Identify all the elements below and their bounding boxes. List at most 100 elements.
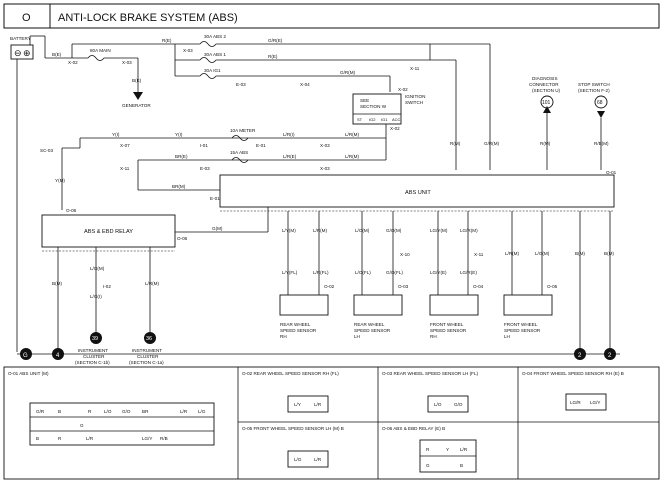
svg-text:G: G xyxy=(426,463,430,468)
svg-text:L/O: L/O xyxy=(104,409,112,414)
svg-text:O-03: O-03 xyxy=(398,284,409,289)
battery-label: BATTERY xyxy=(10,36,31,41)
svg-text:L/R(M): L/R(M) xyxy=(345,132,360,137)
svg-text:I-01: I-01 xyxy=(200,143,208,148)
svg-text:IG1: IG1 xyxy=(381,117,388,122)
svg-text:SPEED SENSOR: SPEED SENSOR xyxy=(430,328,467,333)
ignition-switch xyxy=(352,93,402,125)
sensor-front-lh xyxy=(503,294,553,316)
svg-text:L/G: L/G xyxy=(294,457,302,462)
fuse-ig1: 30A IG1 xyxy=(204,68,221,73)
fuse-main: 80A MAIN xyxy=(90,48,111,53)
svg-text:X-02: X-02 xyxy=(398,87,408,92)
svg-text:L/Y(FL): L/Y(FL) xyxy=(282,270,298,275)
svg-text:X-03: X-03 xyxy=(183,48,193,53)
page-title: ANTI-LOCK BRAKE SYSTEM (ABS) xyxy=(58,12,238,24)
relay-label: ABS & EBD RELAY xyxy=(84,229,133,235)
section-letter: O xyxy=(22,12,31,24)
svg-text:LG/Y(M): LG/Y(M) xyxy=(430,228,448,233)
svg-text:R(E): R(E) xyxy=(162,38,172,43)
battery-symbol xyxy=(10,44,34,60)
svg-text:X-07: X-07 xyxy=(120,143,130,148)
svg-text:39: 39 xyxy=(92,336,98,342)
svg-text:Y: Y xyxy=(446,447,449,452)
svg-text:SWITCH: SWITCH xyxy=(405,100,423,105)
svg-text:E-01: E-01 xyxy=(256,143,266,148)
svg-text:L/G(I): L/G(I) xyxy=(90,294,102,299)
panel-o02-title: O-02 REAR WHEEL SPEED SENSOR RH (FL) xyxy=(242,371,339,376)
svg-text:E-03: E-03 xyxy=(236,82,246,87)
svg-text:RH: RH xyxy=(280,334,287,339)
svg-text:2: 2 xyxy=(608,353,612,359)
svg-text:L/O(M): L/O(M) xyxy=(355,228,370,233)
svg-text:4: 4 xyxy=(56,353,60,359)
svg-text:BR: BR xyxy=(142,409,149,414)
svg-text:X-03: X-03 xyxy=(122,60,132,65)
svg-text:CLUSTER: CLUSTER xyxy=(83,354,105,359)
svg-text:L/O(FL): L/O(FL) xyxy=(355,270,371,275)
svg-text:FRONT WHEEL: FRONT WHEEL xyxy=(430,322,464,327)
svg-text:B(M): B(M) xyxy=(575,251,585,256)
generator-label: GENERATOR xyxy=(122,103,151,108)
cluster-b-label: INSTRUMENT xyxy=(132,348,162,353)
svg-text:R: R xyxy=(58,436,62,441)
svg-text:B(E): B(E) xyxy=(132,78,142,83)
svg-text:O-05: O-05 xyxy=(547,284,558,289)
svg-text:L/R(I): L/R(I) xyxy=(283,132,295,137)
svg-text:CONNECTOR: CONNECTOR xyxy=(529,82,559,87)
svg-text:L/O: L/O xyxy=(434,402,442,407)
svg-text:L/R: L/R xyxy=(180,409,188,414)
svg-text:LG/R: LG/R xyxy=(570,400,581,405)
svg-text:LG/Y(E): LG/Y(E) xyxy=(430,270,447,275)
fuse-abs15: 15A ABS xyxy=(230,150,248,155)
diag-label: DIAGNOSIS xyxy=(532,76,558,81)
svg-text:⊕: ⊕ xyxy=(23,48,31,58)
svg-text:SEE: SEE xyxy=(360,98,369,103)
connector-o05 xyxy=(287,450,329,468)
svg-text:R/B: R/B xyxy=(160,436,168,441)
svg-text:SPEED SENSOR: SPEED SENSOR xyxy=(504,328,541,333)
svg-text:O-06: O-06 xyxy=(66,208,77,213)
fuse-abs1: 30A ABS 1 xyxy=(204,52,226,57)
sensor-rear-lh xyxy=(353,294,403,316)
svg-text:(SECTION C-1b): (SECTION C-1b) xyxy=(75,360,110,365)
generator-arrow xyxy=(133,92,143,100)
cluster-b-ref xyxy=(144,332,156,344)
svg-text:L/R(M): L/R(M) xyxy=(145,281,160,286)
svg-text:X-03: X-03 xyxy=(320,143,330,148)
svg-text:(SECTION C-1a): (SECTION C-1a) xyxy=(129,360,164,365)
cluster-a-label: INSTRUMENT xyxy=(78,348,108,353)
svg-text:L/R: L/R xyxy=(314,457,322,462)
svg-text:B: B xyxy=(460,463,463,468)
abs-unit-label: ABS UNIT xyxy=(405,190,431,196)
ground-2b xyxy=(604,348,616,360)
svg-text:LG/Y: LG/Y xyxy=(590,400,600,405)
svg-text:CLUSTER: CLUSTER xyxy=(137,354,159,359)
svg-text:G(M): G(M) xyxy=(212,226,223,231)
svg-text:L/R(M): L/R(M) xyxy=(505,251,520,256)
svg-text:B(E): B(E) xyxy=(52,52,62,57)
ground-2a xyxy=(574,348,586,360)
svg-text:BR(M): BR(M) xyxy=(172,184,186,189)
svg-text:LH: LH xyxy=(504,334,510,339)
svg-text:L/G(M): L/G(M) xyxy=(535,251,550,256)
stop-label: STOP SWITCH xyxy=(578,82,610,87)
svg-text:E-01: E-01 xyxy=(210,196,220,201)
svg-text:LG/Y: LG/Y xyxy=(142,436,152,441)
svg-text:O-04: O-04 xyxy=(473,284,484,289)
svg-text:IG2: IG2 xyxy=(369,117,376,122)
svg-text:Y(I): Y(I) xyxy=(112,132,120,137)
svg-text:X-10: X-10 xyxy=(400,252,410,257)
svg-text:L/R(FL): L/R(FL) xyxy=(313,270,329,275)
svg-text:I-02: I-02 xyxy=(103,284,111,289)
svg-text:LG/R(M): LG/R(M) xyxy=(460,228,478,233)
svg-text:R(M): R(M) xyxy=(540,141,551,146)
svg-text:O-06: O-06 xyxy=(177,236,188,241)
connector-o03 xyxy=(427,395,469,413)
stop-ref xyxy=(594,95,608,109)
header-bar xyxy=(3,3,660,29)
svg-text:36: 36 xyxy=(146,336,152,342)
abs-ebd-relay xyxy=(41,214,176,248)
svg-text:G/O: G/O xyxy=(122,409,131,414)
